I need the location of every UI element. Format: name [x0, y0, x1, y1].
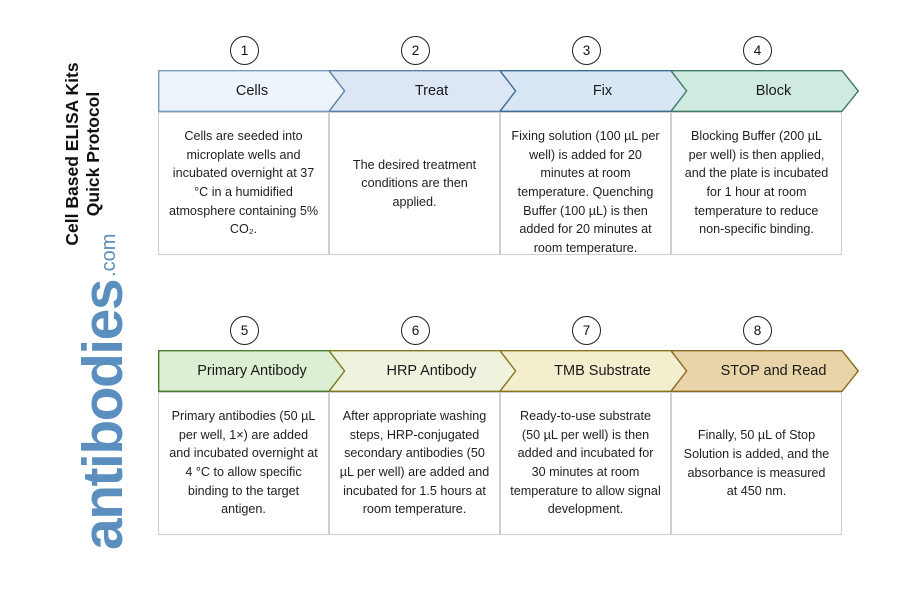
protocol-row-2: 5 6 7 8 Primary Antibody HRP Antibody TMB Sub…: [158, 316, 859, 535]
chevron-step-5[interactable]: Primary Antibody: [158, 350, 346, 392]
step-number-strip-1: 1 2 3 4: [158, 36, 842, 70]
chevron-label-8: STOP and Read: [720, 363, 827, 379]
step-description-text-5: Primary antibodies (50 µL per well, 1×) …: [169, 409, 318, 517]
step-description-5: Primary antibodies (50 µL per well, 1×) …: [158, 392, 329, 535]
chevron-step-4[interactable]: Block: [671, 70, 859, 112]
chevron-shape-8: [671, 350, 859, 392]
step-description-2: The desired treatment conditions are the…: [329, 112, 500, 255]
chevron-label-4: Block: [755, 83, 792, 99]
page-title-line-2: Quick Protocol: [83, 91, 103, 217]
step-number-5: 5: [230, 316, 259, 345]
chevron-step-2[interactable]: Treat: [329, 70, 517, 112]
step-description-7: Ready-to-use substrate (50 µL per well) …: [500, 392, 671, 535]
step-number-8: 8: [743, 316, 772, 345]
body-strip-2: Primary antibodies (50 µL per well, 1×) …: [158, 392, 842, 535]
chevron-label-1: Cells: [235, 83, 269, 99]
chevron-label-6: HRP Antibody: [386, 363, 477, 379]
step-number-3: 3: [572, 36, 601, 65]
chevron-step-1[interactable]: Cells: [158, 70, 346, 112]
step-description-6: After appropriate washing steps, HRP-con…: [329, 392, 500, 535]
step-description-text-1: Cells are seeded into microplate wells a…: [168, 129, 319, 237]
step-number-strip-2: 5 6 7 8: [158, 316, 842, 350]
chevron-label-7: TMB Substrate: [554, 363, 651, 379]
brand-tld: .com: [98, 233, 120, 277]
step-number-7: 7: [572, 316, 601, 345]
chevron-label-3: Fix: [592, 83, 613, 99]
step-description-text-4: Blocking Buffer (200 µL per well) is the…: [684, 129, 829, 237]
chevron-label-5: Primary Antibody: [197, 363, 307, 379]
brand-wordmark: antibodies: [70, 279, 135, 550]
step-description-3: Fixing solution (100 µL per well) is add…: [500, 112, 671, 255]
chevron-shape-4: [671, 70, 859, 112]
step-description-8: Finally, 50 µL of Stop Solution is added…: [671, 392, 842, 535]
step-description-text-7: Ready-to-use substrate (50 µL per well) …: [510, 409, 661, 517]
chevron-strip-1: Cells Treat Fix Block: [158, 70, 859, 112]
chevron-strip-2: Primary Antibody HRP Antibody TMB Substrat…: [158, 350, 859, 392]
chevron-step-8[interactable]: STOP and Read: [671, 350, 859, 392]
step-number-6: 6: [401, 316, 430, 345]
step-description-text-3: Fixing solution (100 µL per well) is add…: [511, 129, 660, 255]
step-description-4: Blocking Buffer (200 µL per well) is the…: [671, 112, 842, 255]
step-description-text-8: Finally, 50 µL of Stop Solution is added…: [683, 428, 830, 499]
antibodies-logo: antibodies .com: [36, 234, 135, 550]
step-number-4: 4: [743, 36, 772, 65]
chevron-label-2: Treat: [414, 83, 449, 99]
chevron-step-3[interactable]: Fix: [500, 70, 688, 112]
chevron-step-6[interactable]: HRP Antibody: [329, 350, 517, 392]
body-strip-1: Cells are seeded into microplate wells a…: [158, 112, 842, 255]
step-number-2: 2: [401, 36, 430, 65]
step-description-text-2: The desired treatment conditions are the…: [352, 157, 477, 209]
step-number-1: 1: [230, 36, 259, 65]
step-description-1: Cells are seeded into microplate wells a…: [158, 112, 329, 255]
chevron-step-7[interactable]: TMB Substrate: [500, 350, 688, 392]
protocol-row-1: 1 2 3 4 Cells Treat Fix Block Cells are seeded…: [158, 36, 859, 255]
page-title-line-1: Cell Based ELISA Kits: [61, 62, 82, 246]
step-description-text-6: After appropriate washing steps, HRP-con…: [339, 409, 490, 517]
